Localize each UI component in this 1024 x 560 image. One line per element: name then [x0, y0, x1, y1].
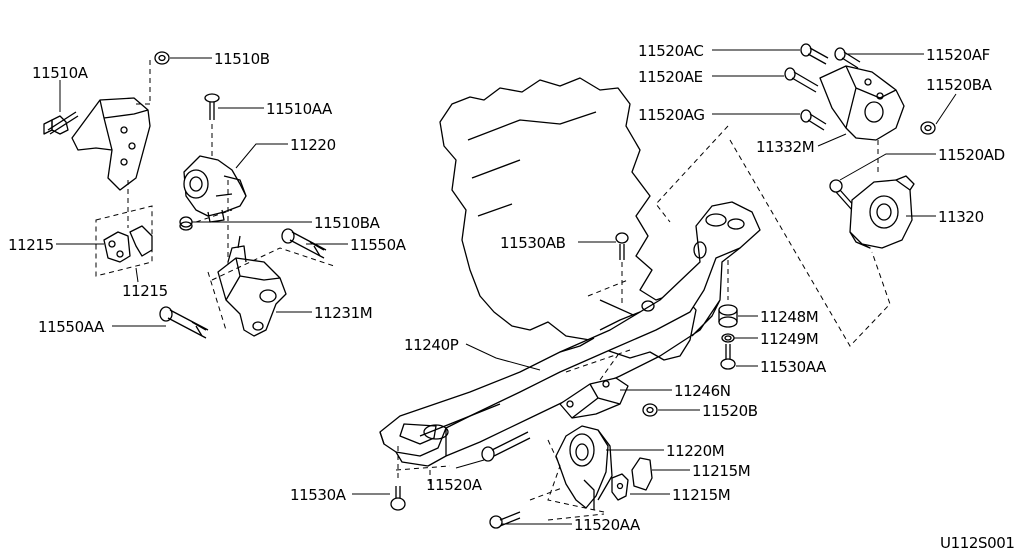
bolt-11550AA: [159, 306, 209, 339]
nut-11520BA: [920, 121, 936, 135]
label-11520AD: 11520AD: [938, 146, 1005, 164]
label-11510AA: 11510AA: [266, 100, 333, 118]
nut-11510BA: [179, 216, 193, 231]
mount-insulator-11320: [849, 175, 915, 249]
label-11520AA: 11520AA: [574, 516, 641, 534]
label-11520B: 11520B: [702, 402, 758, 420]
left-engine-bracket: [71, 97, 151, 191]
label-11246N: 11246N: [674, 382, 731, 400]
washer-11248M: [718, 304, 738, 328]
bolt-11520AF: [834, 47, 861, 69]
bolt-11520AE: [784, 67, 819, 93]
label-11520AG: 11520AG: [638, 106, 705, 124]
label-11510A: 11510A: [32, 64, 89, 82]
label-11215-bottom: 11215: [122, 282, 168, 300]
label-11510BA: 11510BA: [314, 214, 381, 232]
label-11215M-lower: 11215M: [672, 486, 730, 504]
bolt-11550A: [281, 228, 327, 259]
label-11215M-upper: 11215M: [692, 462, 750, 480]
bolt-11520AA: [489, 511, 521, 529]
label-11510B: 11510B: [214, 50, 270, 68]
bolt-11520A: [481, 431, 531, 462]
label-11530A: 11530A: [290, 486, 347, 504]
label-11248M: 11248M: [760, 308, 818, 326]
bolt-11530A: [390, 486, 406, 511]
bolt-11530AB: [615, 232, 629, 260]
bolt-11530AA: [720, 344, 736, 370]
label-11520A: 11520A: [426, 476, 483, 494]
label-11520AE: 11520AE: [638, 68, 703, 86]
nut-11510B: [154, 51, 170, 65]
label-11249M: 11249M: [760, 330, 818, 348]
front-crossmember: [379, 201, 761, 467]
bracket-11215M-upper: [631, 457, 653, 491]
engine-mount-insulator-11220: [183, 155, 247, 223]
bolt-11520AG: [800, 109, 827, 131]
engine-mount-bracket-11231M: [217, 235, 287, 337]
bolt-11510A: [43, 111, 79, 135]
label-11520BA: 11520BA: [926, 76, 993, 94]
label-11332M: 11332M: [756, 138, 814, 156]
bolt-11520AC: [800, 43, 829, 65]
label-11320: 11320: [938, 208, 984, 226]
label-11520AF: 11520AF: [926, 46, 990, 64]
bracket-11246N: [559, 377, 629, 419]
bracket-11215M-lower: [611, 473, 629, 501]
leader-lines: [56, 49, 957, 525]
label-11550A: 11550A: [350, 236, 407, 254]
label-11530AA: 11530AA: [760, 358, 827, 376]
rear-mount-insulator-11220M: [555, 425, 613, 510]
label-11530AB: 11530AB: [500, 234, 566, 252]
washer-11249M: [721, 333, 735, 343]
bolt-11510AA: [204, 93, 220, 120]
part-labels: 11510A 11510B 11510AA 11220 11510BA 1155…: [8, 42, 1015, 552]
small-bracket-11215: [103, 225, 153, 263]
label-11550AA: 11550AA: [38, 318, 105, 336]
label-11231M: 11231M: [314, 304, 372, 322]
label-11240P: 11240P: [404, 336, 459, 354]
label-11520AC: 11520AC: [638, 42, 703, 60]
nut-11520B: [642, 403, 658, 417]
label-11220: 11220: [290, 136, 336, 154]
bracket-11332M: [819, 65, 905, 141]
label-11220M: 11220M: [666, 442, 724, 460]
diagram-code: U112S001: [940, 534, 1015, 552]
label-11215-left: 11215: [8, 236, 54, 254]
